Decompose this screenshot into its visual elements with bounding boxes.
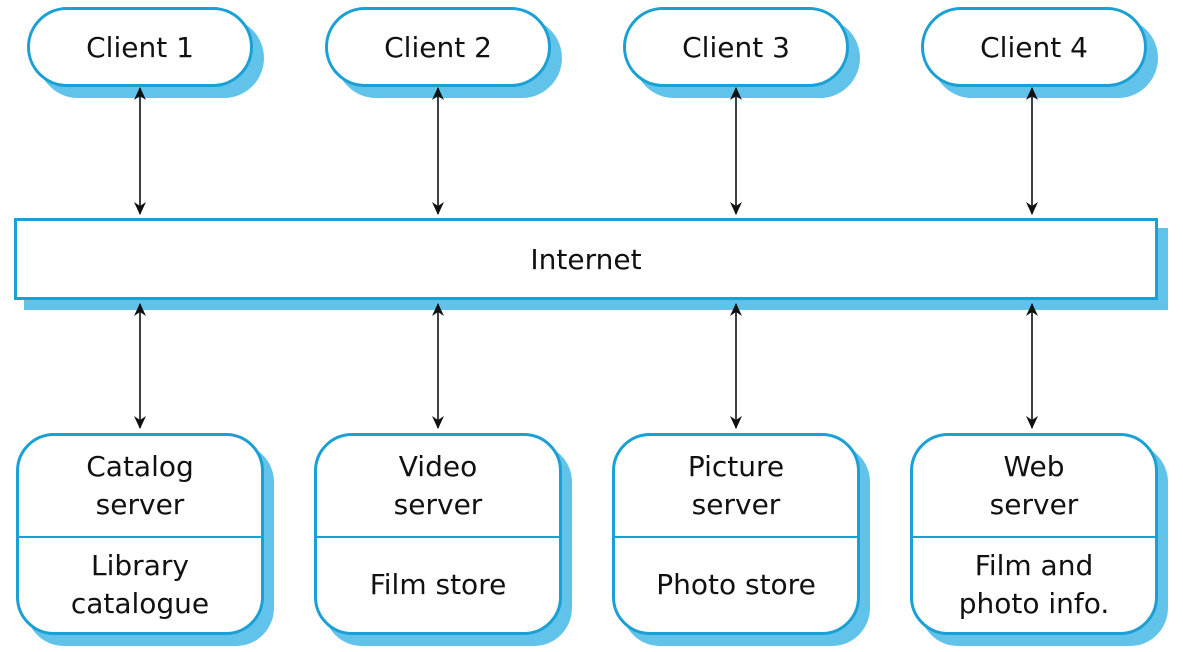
server-3-name-line2: server bbox=[691, 488, 781, 521]
server-3-name: Picture server bbox=[615, 436, 857, 536]
server-2-name: Video server bbox=[317, 436, 559, 536]
server-4-node: Web server Film and photo info. bbox=[910, 433, 1158, 635]
client-3-label: Client 3 bbox=[682, 30, 790, 64]
server-3-name-line1: Picture bbox=[687, 450, 785, 483]
client-2-label: Client 2 bbox=[384, 30, 492, 64]
server-4-store: Film and photo info. bbox=[958, 549, 1110, 620]
client-1-label: Client 1 bbox=[86, 30, 194, 64]
server-2-divider bbox=[317, 536, 559, 538]
server-4-name-line2: server bbox=[989, 488, 1079, 521]
server-1-name-line1: Catalog bbox=[86, 450, 194, 483]
server-3-divider bbox=[615, 536, 857, 538]
client-3-node: Client 3 bbox=[623, 7, 849, 87]
server-4-divider bbox=[913, 536, 1155, 538]
server-2-node: Video server Film store bbox=[314, 433, 562, 635]
server-1-store: Library catalogue bbox=[70, 549, 210, 620]
server-2-store: Film store bbox=[369, 568, 507, 601]
server-3-store: Photo store bbox=[656, 568, 816, 601]
client-2-node: Client 2 bbox=[325, 7, 551, 87]
server-4-name: Web server bbox=[913, 436, 1155, 536]
client-4-label: Client 4 bbox=[980, 30, 1088, 64]
server-1-node: Catalog server Library catalogue bbox=[16, 433, 264, 635]
internet-bar: Internet bbox=[14, 218, 1158, 300]
client-4-node: Client 4 bbox=[921, 7, 1147, 87]
server-2-name-line2: server bbox=[393, 488, 483, 521]
server-1-name: Catalog server bbox=[19, 436, 261, 536]
server-1-divider bbox=[19, 536, 261, 538]
client-1-node: Client 1 bbox=[27, 7, 253, 87]
internet-label: Internet bbox=[530, 242, 642, 276]
server-3-node: Picture server Photo store bbox=[612, 433, 860, 635]
server-1-name-line2: server bbox=[95, 488, 185, 521]
server-2-name-line1: Video bbox=[398, 450, 478, 483]
server-4-name-line1: Web bbox=[1003, 450, 1065, 483]
